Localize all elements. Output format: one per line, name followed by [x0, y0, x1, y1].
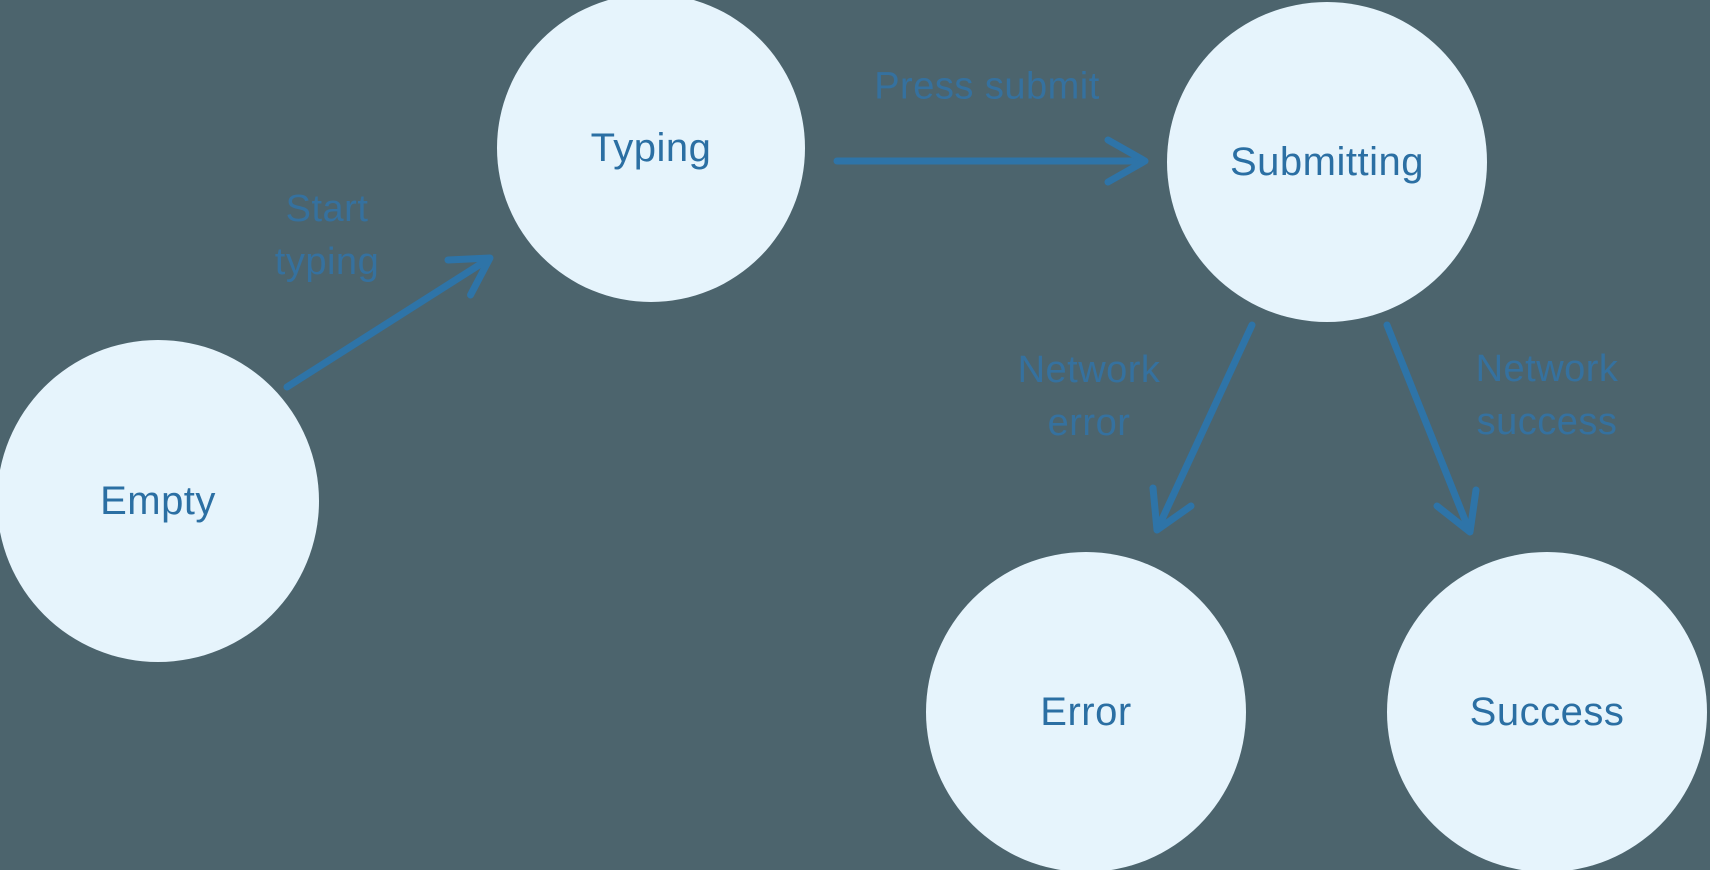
transition-label-press-submit: Press submit — [874, 65, 1100, 108]
arrow-line — [1383, 321, 1473, 534]
transition-arrow-network-success — [1383, 321, 1480, 536]
arrowhead — [1104, 136, 1149, 186]
arrowhead — [444, 254, 494, 299]
arrow-line — [283, 256, 491, 391]
state-label-empty: Empty — [100, 478, 216, 523]
arrow-line — [1154, 321, 1256, 532]
state-label-typing: Typing — [590, 125, 712, 170]
state-node-success: Success — [1387, 552, 1707, 870]
state-label-error: Error — [1040, 689, 1132, 734]
transition-arrow-network-error — [1149, 321, 1256, 534]
arrowhead — [1149, 484, 1195, 534]
state-label-success: Success — [1469, 689, 1625, 734]
transition-label-network-success: Network success — [1475, 348, 1619, 443]
state-node-submitting: Submitting — [1167, 2, 1487, 322]
state-node-empty: Empty — [0, 340, 319, 662]
transition-arrow-press-submit — [833, 136, 1149, 186]
state-node-error: Error — [926, 552, 1246, 870]
transition-arrow-start-typing — [283, 254, 494, 391]
state-node-typing: Typing — [497, 0, 805, 302]
arrowhead — [1433, 486, 1480, 536]
state-label-submitting: Submitting — [1230, 139, 1424, 184]
transition-label-start-typing: Start typing — [274, 188, 380, 283]
transition-label-network-error: Network error — [1017, 349, 1161, 444]
